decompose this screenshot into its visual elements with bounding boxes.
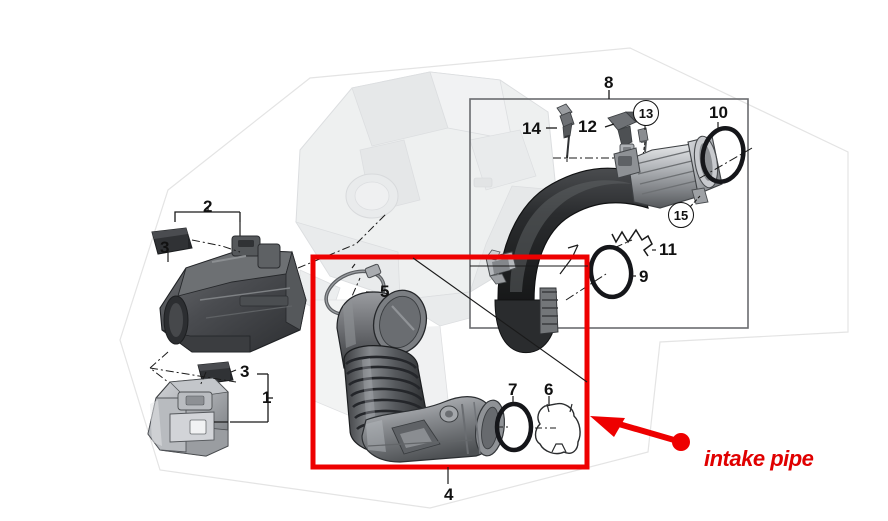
part-3a-rubber-mount	[151, 227, 193, 255]
annotation-text: intake pipe	[704, 446, 814, 471]
leader-lower-dashdot	[149, 351, 237, 387]
intake-pipe-elbow	[361, 396, 506, 463]
part-6-gasket	[534, 402, 581, 455]
callout-label-4: 4	[444, 485, 454, 504]
callout-label-2: 2	[203, 197, 213, 216]
part-14-sensor	[556, 103, 575, 159]
leader-11	[613, 239, 656, 251]
callout-label-12: 12	[578, 117, 597, 136]
callout-label-8: 8	[604, 73, 614, 92]
page-outline	[119, 47, 849, 509]
part-2-air-duct	[159, 235, 307, 353]
leader-sensors-dashdot	[553, 155, 620, 162]
part-9-o-ring	[588, 244, 634, 300]
highlight-box-4	[310, 254, 590, 470]
callout-label-7: 7	[508, 380, 518, 399]
callout-label-11: 11	[659, 240, 677, 259]
leader-3a-dashdot	[191, 239, 241, 253]
callout-circle-15: 15	[668, 202, 694, 228]
part-11-wire-clip	[611, 228, 653, 257]
bracket-group-2	[174, 207, 241, 222]
callout-circle-13: 13	[633, 100, 659, 126]
callout-label-14: 14	[522, 119, 541, 138]
bracket-group-1	[230, 373, 273, 423]
hose-ribbed-end	[494, 287, 559, 354]
part-15-clip	[689, 195, 701, 208]
callout-label-3-upper: 3	[160, 238, 170, 257]
part-1-intake-snorkel	[147, 377, 229, 457]
leader-7	[496, 396, 514, 428]
assembly-box-8	[469, 90, 749, 329]
part-10-o-ring	[700, 126, 746, 184]
callout-label-13: 13	[638, 105, 654, 121]
callout-label-15: 15	[673, 207, 689, 223]
hose-sensor-boss	[613, 147, 641, 179]
annotation-arrow	[590, 416, 690, 451]
callout-label-1: 1	[262, 388, 272, 407]
callout-label-6: 6	[544, 380, 554, 399]
link-lines-box4-box8	[351, 257, 588, 383]
leader-duct-to-airbox	[297, 213, 387, 269]
leader-12	[604, 123, 615, 128]
part-4-intake-pipe	[336, 289, 506, 463]
part-13-screw	[637, 127, 649, 153]
leader-10	[699, 122, 753, 179]
callout-label-9: 9	[639, 267, 649, 286]
callout-label-5: 5	[380, 282, 390, 301]
leader-6	[535, 396, 556, 429]
callout-label-10: 10	[709, 103, 728, 122]
callout-label-3-lower: 3	[240, 362, 250, 381]
